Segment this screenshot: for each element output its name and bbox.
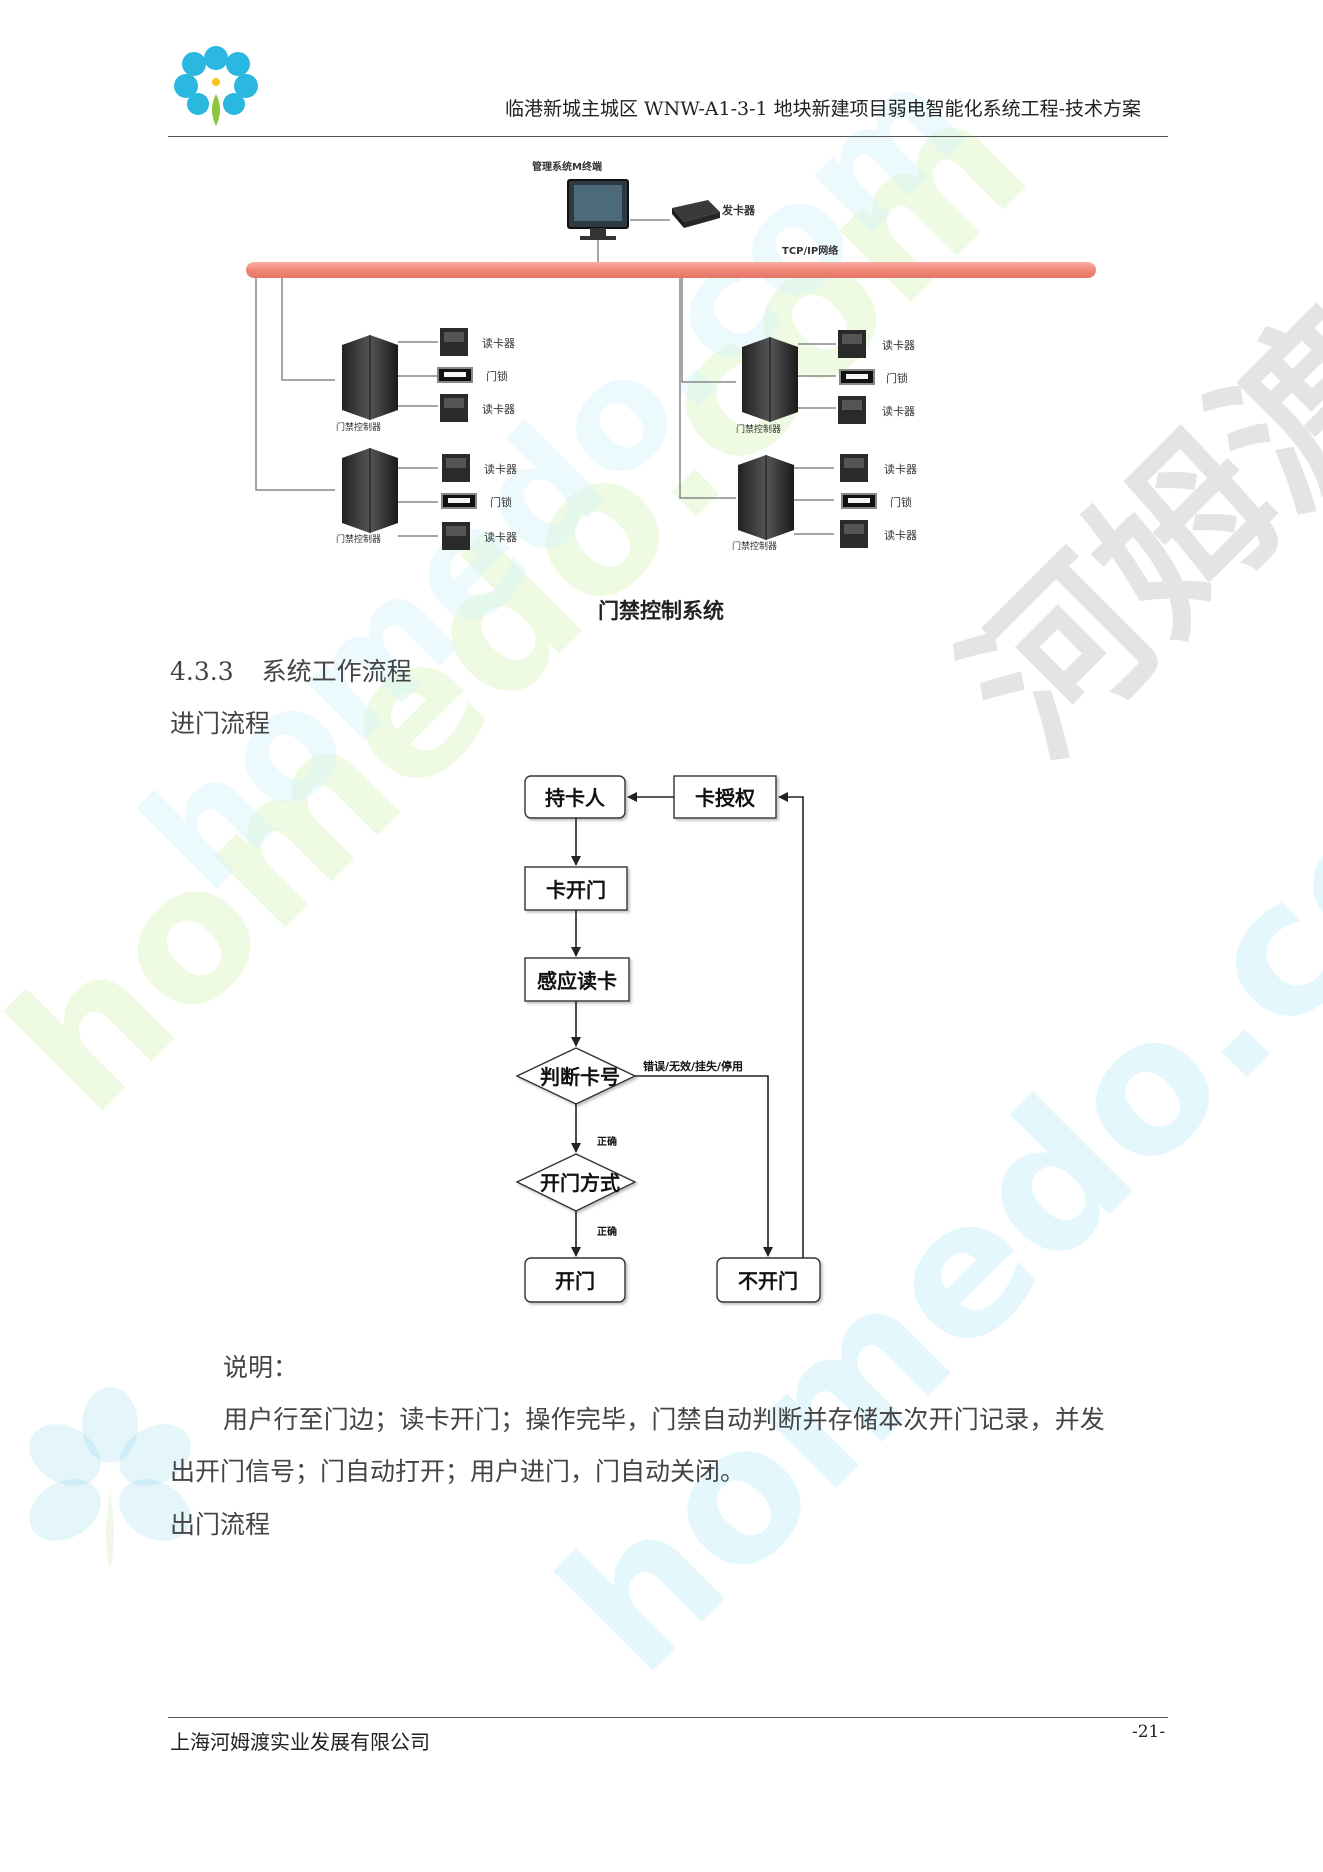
reader-label: 读卡器	[482, 402, 515, 416]
controller-label: 门禁控制器	[336, 421, 381, 433]
card-reader-icon	[838, 330, 866, 358]
arrow-judge-to-not-open	[635, 1075, 773, 1257]
controller-label: 门禁控制器	[732, 540, 777, 552]
node-not-open-label: 不开门	[738, 1269, 798, 1293]
edge-correct-label-2: 正确	[597, 1225, 617, 1238]
controller-label: 门禁控制器	[736, 423, 781, 435]
lock-label: 门锁	[886, 371, 908, 385]
controller-cabinet-icon	[742, 337, 798, 422]
node-card-auth-label: 卡授权	[695, 786, 756, 810]
node-card-open-label: 卡开门	[546, 878, 606, 902]
node-read-card	[524, 957, 630, 1002]
door-lock-icon	[839, 369, 875, 385]
node-card-open	[524, 866, 628, 911]
reader-label: 读卡器	[884, 528, 917, 542]
node-open-method-label: 开门方式	[540, 1171, 620, 1195]
card-reader-icon	[840, 454, 868, 482]
reader-label: 读卡器	[484, 530, 517, 544]
card-issuer-icon	[672, 200, 720, 228]
edge-error-label: 错误/无效/挂失/停用	[643, 1059, 743, 1073]
explanation-line1: 用户行至门边；读卡开门；操作完毕，门禁自动判断并存储本次开门记录，并发	[223, 1405, 1106, 1434]
entry-flowchart: 持卡人 卡授权 卡开门 感应读卡 判断卡号 开门方式 开门 不开门 错误/无效/…	[515, 775, 821, 1303]
controller-group-left-bottom: 门禁控制器 读卡器 门锁 读卡器	[336, 448, 517, 550]
exit-flow-heading: 出门流程	[170, 1510, 271, 1539]
reader-label: 读卡器	[484, 462, 517, 476]
footer-rule	[168, 1717, 1168, 1718]
node-card-holder	[524, 775, 626, 819]
access-control-network-diagram: 管理系统M终端 发卡器 TCP/IP网络 门禁控制器 读卡器 门锁	[246, 160, 1096, 552]
node-open-label: 开门	[555, 1269, 595, 1293]
diagram-caption: 门禁控制系统	[598, 598, 724, 623]
card-reader-icon	[440, 328, 468, 356]
lock-label: 门锁	[486, 369, 508, 383]
reader-label: 读卡器	[884, 462, 917, 476]
node-not-open	[716, 1257, 821, 1303]
tcp-ip-network-bar	[246, 262, 1096, 278]
lock-label: 门锁	[890, 495, 912, 509]
edge-correct-label-1: 正确	[597, 1135, 617, 1148]
flower-logo-icon	[174, 46, 258, 126]
arrow-not-open-to-auth	[778, 792, 804, 1258]
controller-cabinet-icon	[342, 448, 398, 533]
card-reader-icon	[442, 454, 470, 482]
card-reader-icon	[840, 520, 868, 548]
reader-label: 读卡器	[482, 336, 515, 350]
section-heading: 4.3.3 系统工作流程	[170, 652, 412, 688]
flower-watermark-icon	[29, 1387, 191, 1570]
controller-cabinet-icon	[342, 335, 398, 420]
controller-group-right-top: 门禁控制器 读卡器 门锁 读卡器	[736, 330, 915, 435]
explanation-label: 说明：	[223, 1353, 299, 1382]
controller-label: 门禁控制器	[336, 533, 381, 545]
reader-label: 读卡器	[882, 338, 915, 352]
header-rule	[168, 136, 1168, 137]
door-lock-icon	[841, 493, 877, 509]
reader-label: 读卡器	[882, 404, 915, 418]
controller-cabinet-icon	[738, 455, 794, 540]
page-number: -21-	[1132, 1722, 1166, 1742]
section-number: 4.3.3	[170, 657, 234, 686]
explanation-line2: 出开门信号；门自动打开；用户进门，门自动关闭。	[170, 1457, 746, 1486]
card-reader-icon	[838, 396, 866, 424]
card-reader-icon	[442, 522, 470, 550]
entry-flow-heading: 进门流程	[170, 709, 271, 738]
section-title: 系统工作流程	[261, 657, 412, 686]
door-lock-icon	[437, 367, 473, 383]
node-open	[524, 1257, 626, 1303]
door-lock-icon	[441, 493, 477, 509]
header-title: 临港新城主城区 WNW-A1-3-1 地块新建项目弱电智能化系统工程-技术方案	[505, 98, 1142, 120]
controller-group-right-bottom: 门禁控制器 读卡器 门锁 读卡器	[732, 454, 917, 552]
terminal-label: 管理系统M终端	[532, 160, 602, 173]
node-read-card-label: 感应读卡	[537, 969, 617, 993]
node-card-holder-label: 持卡人	[545, 786, 606, 810]
monitor-icon	[567, 179, 629, 240]
card-issuer-label: 发卡器	[721, 203, 756, 217]
node-judge-card-label: 判断卡号	[540, 1065, 620, 1089]
footer-company: 上海河姆渡实业发展有限公司	[170, 1730, 430, 1754]
left-branch-lines	[255, 278, 736, 499]
controller-group-left-top: 门禁控制器 读卡器 门锁 读卡器	[336, 328, 515, 433]
card-reader-icon	[440, 394, 468, 422]
network-label: TCP/IP网络	[782, 244, 838, 257]
lock-label: 门锁	[490, 495, 512, 509]
